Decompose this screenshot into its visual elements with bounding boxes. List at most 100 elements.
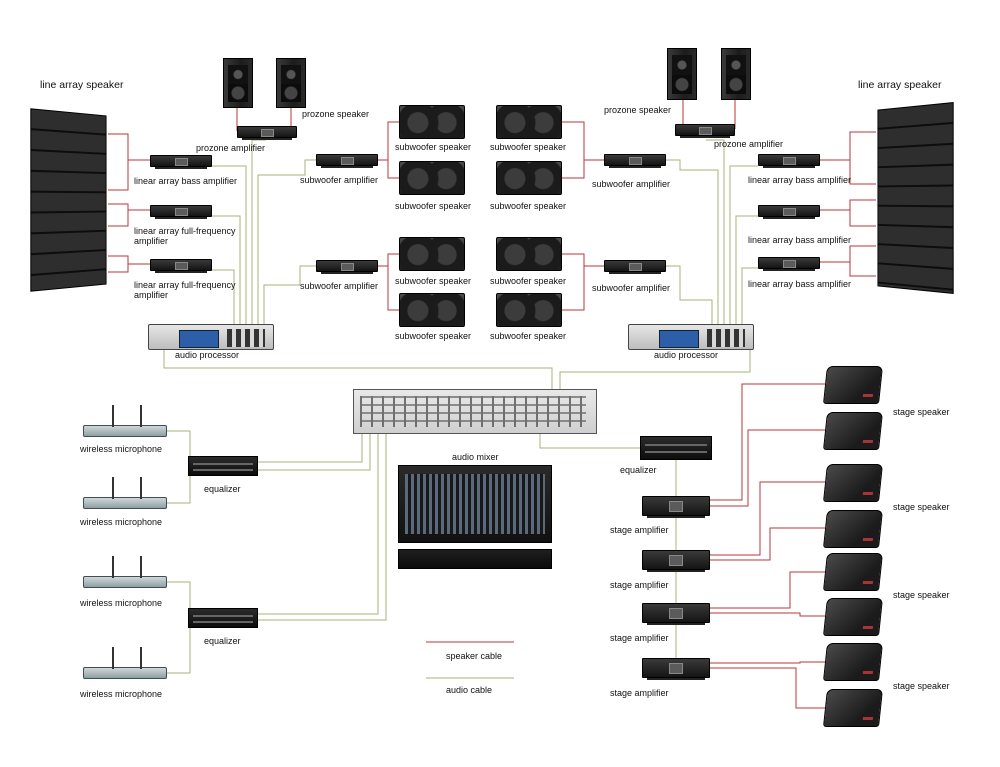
stage-amp-2 bbox=[642, 550, 710, 572]
audio-cable-1 bbox=[212, 215, 241, 324]
audio-cable-15 bbox=[167, 430, 191, 462]
stage-speaker-label-2: stage speaker bbox=[893, 502, 950, 512]
speaker-cable-9 bbox=[378, 121, 399, 161]
subwoofer-8 bbox=[496, 293, 562, 327]
left-full-amp-2-label: linear array full-frequency amplifier bbox=[134, 280, 236, 300]
stage-amp-3 bbox=[642, 603, 710, 625]
left-equalizer-bottom bbox=[188, 608, 258, 628]
right-prozone-speaker-1 bbox=[667, 48, 697, 100]
speaker-cable-12 bbox=[387, 266, 399, 311]
stage-amp-4-label: stage amplifier bbox=[610, 688, 669, 698]
left-bass-amp-label: linear array bass amplifier bbox=[134, 176, 238, 186]
speaker-cable-20 bbox=[849, 160, 876, 185]
subwoofer-2-label: subwoofer speaker bbox=[395, 201, 472, 211]
stage-equalizer-label: equalizer bbox=[620, 465, 657, 475]
right-bass-amp-1-label: linear array bass amplifier bbox=[748, 175, 852, 185]
left-prozone-speaker-2 bbox=[276, 58, 306, 108]
stage-amp-3-label: stage amplifier bbox=[610, 633, 669, 643]
speaker-cable-16 bbox=[562, 266, 585, 311]
stage-speaker-7 bbox=[823, 643, 883, 681]
stage-speaker-label-3: stage speaker bbox=[893, 590, 950, 600]
left-equalizer-bottom-label: equalizer bbox=[204, 636, 241, 646]
right-bass-amp-2-label: linear array bass amplifier bbox=[748, 235, 852, 245]
audio-cable-20 bbox=[258, 434, 371, 471]
sub-amp-bottom-left-label: subwoofer amplifier bbox=[300, 281, 379, 291]
subwoofer-3 bbox=[496, 105, 562, 139]
right-prozone-amp-label: prozone amplifier bbox=[714, 139, 784, 149]
left-equalizer-top-label: equalizer bbox=[204, 484, 241, 494]
audio-cable-12 bbox=[666, 265, 713, 324]
left-prozone-amp-label: prozone amplifier bbox=[196, 143, 266, 153]
wireless-mic-receiver-1 bbox=[83, 405, 167, 437]
right-prozone-amp bbox=[675, 124, 735, 138]
stage-speaker-1 bbox=[823, 366, 883, 404]
audio-mixer-rear-panel bbox=[353, 389, 597, 434]
audio-cable-19 bbox=[258, 434, 363, 463]
speaker-cable-23 bbox=[820, 245, 876, 263]
speaker-cable-31 bbox=[710, 661, 825, 664]
stage-amp-2-label: stage amplifier bbox=[610, 580, 669, 590]
audio-cable-8 bbox=[735, 215, 758, 324]
audio-cable-6 bbox=[263, 265, 316, 324]
stage-equalizer bbox=[640, 436, 712, 460]
audio-cable-10 bbox=[706, 139, 725, 324]
right-audio-processor-label: audio processor bbox=[654, 350, 719, 360]
sub-amp-bottom-right-label: subwoofer amplifier bbox=[592, 283, 671, 293]
speaker-cable-1 bbox=[108, 133, 150, 161]
right-bass-amp-3 bbox=[758, 257, 820, 271]
audio-cable-7 bbox=[729, 165, 758, 324]
speaker-cable-19 bbox=[820, 131, 876, 161]
audio-cable-18 bbox=[167, 622, 191, 674]
speaker-cable-26 bbox=[710, 429, 825, 507]
left-line-array-label: line array speaker bbox=[40, 79, 124, 91]
audio-cable-17 bbox=[167, 581, 191, 614]
legend-audio-cable-label: audio cable bbox=[446, 685, 493, 695]
wireless-mic-3-label: wireless microphone bbox=[80, 598, 163, 608]
subwoofer-6-label: subwoofer speaker bbox=[395, 331, 472, 341]
right-prozone-speaker-2 bbox=[721, 48, 751, 100]
speaker-cable-27 bbox=[710, 481, 825, 556]
audio-mixer-rack-unit bbox=[398, 549, 552, 569]
sub-amp-bottom-right bbox=[604, 260, 666, 274]
audio-mixer-console bbox=[398, 465, 552, 543]
legend-speaker-cable-label: speaker cable bbox=[446, 651, 503, 661]
audio-cable-11 bbox=[666, 159, 719, 324]
subwoofer-1 bbox=[399, 105, 465, 139]
stage-speaker-label-1: stage speaker bbox=[893, 407, 950, 417]
speaker-cable-5 bbox=[108, 255, 150, 265]
left-prozone-speaker-label: prozone speaker bbox=[302, 109, 370, 119]
subwoofer-4 bbox=[496, 161, 562, 195]
speaker-cable-14 bbox=[562, 160, 585, 179]
stage-speaker-3 bbox=[823, 464, 883, 502]
left-audio-processor-label: audio processor bbox=[175, 350, 240, 360]
speaker-cable-30 bbox=[710, 612, 825, 617]
subwoofer-3-label: subwoofer speaker bbox=[490, 142, 567, 152]
left-full-amp-2 bbox=[150, 259, 212, 273]
audio-cable-3 bbox=[212, 269, 235, 324]
subwoofer-4-label: subwoofer speaker bbox=[490, 201, 567, 211]
subwoofer-5 bbox=[399, 237, 465, 271]
speaker-cable-22 bbox=[849, 210, 876, 227]
audio-cable-5 bbox=[257, 159, 316, 324]
audio-cable-13 bbox=[163, 350, 553, 389]
sub-amp-top-left-label: subwoofer amplifier bbox=[300, 175, 379, 185]
audio-cable-16 bbox=[167, 470, 191, 504]
stage-speaker-8 bbox=[823, 689, 883, 727]
stage-amp-4 bbox=[642, 658, 710, 680]
audio-cable-21 bbox=[258, 434, 379, 615]
speaker-cable-10 bbox=[387, 160, 399, 179]
left-full-amp-1-label: linear array full-frequency amplifier bbox=[134, 226, 236, 246]
subwoofer-2 bbox=[399, 161, 465, 195]
right-line-array-label: line array speaker bbox=[858, 79, 942, 91]
wireless-mic-2-label: wireless microphone bbox=[80, 517, 163, 527]
subwoofer-8-label: subwoofer speaker bbox=[490, 331, 567, 341]
speaker-cable-29 bbox=[710, 571, 825, 609]
stage-speaker-6 bbox=[823, 598, 883, 636]
speaker-cable-25 bbox=[710, 383, 825, 501]
stage-speaker-4 bbox=[823, 510, 883, 548]
right-audio-processor bbox=[628, 324, 754, 350]
left-prozone-speaker-1 bbox=[223, 58, 253, 108]
stage-speaker-2 bbox=[823, 412, 883, 450]
sub-amp-top-right bbox=[604, 154, 666, 168]
subwoofer-6 bbox=[399, 293, 465, 327]
